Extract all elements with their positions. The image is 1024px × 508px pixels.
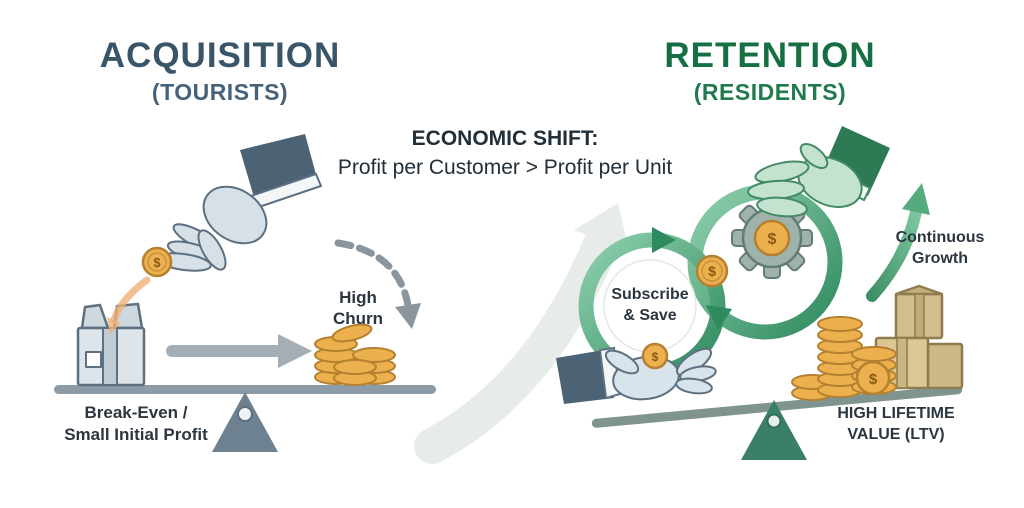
cycle-coin-icon: $ bbox=[695, 254, 729, 288]
ltv-coin-icon bbox=[855, 360, 891, 396]
dropped-coin-icon: $ bbox=[107, 246, 173, 334]
hand-nurture-icon bbox=[747, 126, 890, 218]
palm-coin-icon bbox=[641, 342, 669, 370]
coin-stack-right-icon: $ bbox=[791, 316, 897, 401]
forward-arrow-icon bbox=[166, 334, 312, 368]
dollar-glyph: $ bbox=[768, 231, 777, 248]
sleeve bbox=[556, 350, 614, 404]
dollar-glyph: $ bbox=[153, 255, 161, 270]
hand-shape bbox=[604, 347, 717, 401]
balance-scale-left-icon bbox=[54, 385, 436, 452]
package-box-icon bbox=[76, 302, 146, 387]
subscribe-circle bbox=[603, 259, 697, 353]
hand-shape bbox=[747, 143, 863, 218]
coin-trail-icon bbox=[110, 276, 151, 324]
hand-holding-coin-icon: $ bbox=[556, 342, 717, 404]
churn-arrow-icon bbox=[334, 239, 421, 329]
dollar-glyph: $ bbox=[652, 350, 659, 364]
coin-stack-left-icon bbox=[314, 323, 396, 386]
dollar-glyph: $ bbox=[869, 371, 878, 388]
balance-scale-right-icon bbox=[591, 385, 963, 460]
hand-dropping-coin-icon bbox=[156, 134, 323, 272]
dollar-glyph: $ bbox=[708, 263, 716, 279]
shift-swoosh-arrow-icon bbox=[414, 203, 630, 464]
growth-arrow-icon bbox=[866, 183, 930, 302]
